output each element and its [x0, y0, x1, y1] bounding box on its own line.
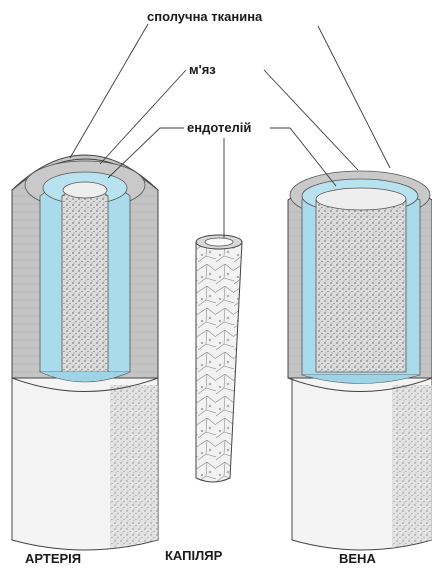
connective-leader-vein [318, 26, 390, 168]
artery-endothelium [62, 188, 108, 372]
label-endothelium: ендотелій [187, 120, 251, 135]
connective-leader-artery [70, 24, 148, 158]
vein-illustration [288, 171, 432, 550]
label-capillary: КАПІЛЯР [165, 548, 222, 563]
capillary-tube [196, 242, 242, 482]
artery-illustration [12, 155, 158, 550]
label-connective-tissue: сполучна тканина [147, 9, 262, 24]
vein-endothelium [316, 193, 406, 372]
label-artery: АРТЕРІЯ [25, 551, 81, 566]
capillary-illustration [196, 235, 242, 482]
label-muscle: м'яз [189, 62, 216, 77]
label-vein: ВЕНА [339, 551, 376, 566]
